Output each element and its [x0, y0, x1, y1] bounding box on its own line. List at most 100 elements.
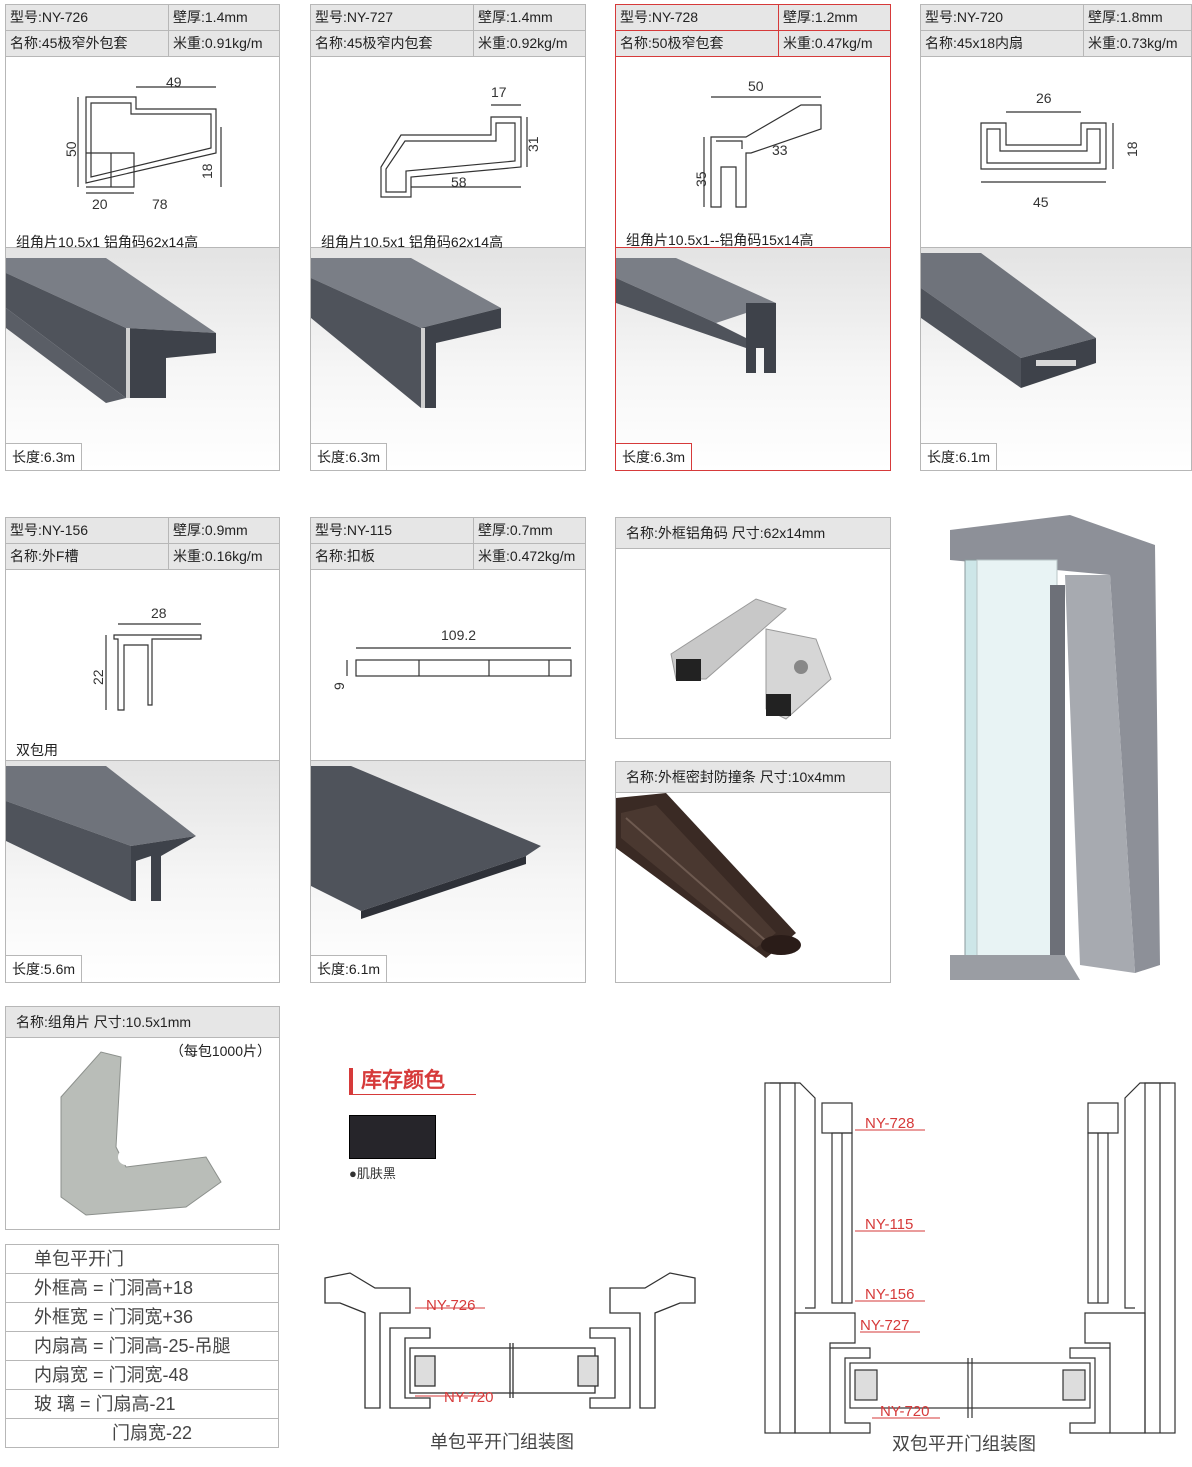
assembly-label-ny156: NY-156: [865, 1286, 914, 1303]
product-card-ny156: 型号:NY-156 壁厚:0.9mm 名称:外F槽 米重:0.16kg/m 28…: [5, 517, 280, 983]
length-label: 长度:6.3m: [6, 443, 83, 470]
door-corner-render: [945, 515, 1175, 985]
spec-row-2: 名称:45x18内扇 米重:0.73kg/m: [921, 31, 1191, 57]
model-label: 型号:NY-156: [10, 522, 89, 538]
dim-label: 58: [451, 174, 467, 190]
profile-diagram: 49 50 18 20 78 组角片10.5x1 铝角码62x14高: [6, 57, 279, 250]
assembly-note: 组角片10.5x1 铝角码62x14高: [321, 234, 504, 250]
single-door-assembly: NY-726 NY-720 单包平开门组装图: [320, 1268, 700, 1452]
double-door-assembly: NY-728 NY-115 NY-156 NY-727 NY-720 双包平开门…: [760, 1078, 1180, 1458]
single-assembly-drawing: NY-726 NY-720: [324, 1272, 696, 1409]
profile-drawing: 49 50 18 20 78: [63, 74, 222, 212]
product-card-ny115: 型号:NY-115 壁厚:0.7mm 名称:扣板 米重:0.472kg/m 10…: [310, 517, 586, 983]
thickness-label: 壁厚:1.8mm: [1083, 5, 1163, 30]
assembly-note: 组角片10.5x1--铝角码15x14高: [626, 232, 814, 248]
product-card-ny728: 型号:NY-728 壁厚:1.2mm 名称:50极窄包套 米重:0.47kg/m…: [615, 4, 891, 471]
profile-drawing: 28 22: [90, 605, 202, 711]
assembly-label-ny726: NY-726: [426, 1297, 475, 1314]
assembly-caption: 双包平开门组装图: [892, 1434, 1036, 1454]
name-label: 名称:50极窄包套: [620, 35, 724, 51]
profile-drawing: 109.2 9: [331, 627, 572, 690]
formula-row: 内扇高 = 门洞高-25-吊腿: [6, 1332, 278, 1361]
color-swatch: [349, 1115, 436, 1159]
profile-diagram: 28 22 双包用: [6, 570, 279, 761]
profile-drawing: 17 31 58: [380, 84, 541, 198]
model-label: 型号:NY-728: [620, 9, 699, 25]
formula-table: 单包平开门 外框高 = 门洞高+18 外框宽 = 门洞宽+36 内扇高 = 门洞…: [5, 1244, 279, 1448]
dim-label: 109.2: [441, 627, 476, 643]
length-label: 长度:5.6m: [6, 955, 83, 982]
thickness-label: 壁厚:1.4mm: [168, 5, 248, 30]
weight-label: 米重:0.472kg/m: [473, 544, 575, 569]
thickness-label: 壁厚:0.7mm: [473, 518, 553, 543]
spec-row-1: 型号:NY-726 壁厚:1.4mm: [6, 5, 279, 31]
dim-label: 18: [1124, 141, 1140, 157]
double-assembly-drawing: NY-728 NY-115 NY-156 NY-727 NY-720: [764, 1082, 1176, 1434]
spec-row-1: 型号:NY-156 壁厚:0.9mm: [6, 518, 279, 544]
accessory-seal-strip: 名称:外框密封防撞条 尺寸:10x4mm: [615, 761, 891, 983]
model-label: 型号:NY-726: [10, 9, 89, 25]
dim-label: 78: [152, 196, 168, 212]
dim-label: 45: [1033, 194, 1049, 210]
product-photo: 长度:6.1m: [311, 761, 585, 982]
length-label: 长度:6.1m: [311, 955, 388, 982]
profile-drawing: 26 18 45: [980, 90, 1140, 210]
dim-label: 28: [151, 605, 167, 621]
assembly-label-ny720: NY-720: [444, 1389, 493, 1406]
dim-label: 26: [1036, 90, 1052, 106]
corner-code-photo: [670, 598, 832, 720]
color-name: ●肌肤黑: [349, 1166, 396, 1181]
formula-row: 门扇宽-22: [112, 1423, 193, 1443]
model-label: 型号:NY-720: [925, 9, 1004, 25]
spec-row-2: 名称:扣板 米重:0.472kg/m: [311, 544, 585, 570]
dim-label: 17: [491, 84, 507, 100]
spec-row-2: 名称:45极窄外包套 米重:0.91kg/m: [6, 31, 279, 57]
thickness-label: 壁厚:1.2mm: [778, 5, 858, 30]
profile-drawing: 50 33 35: [693, 78, 822, 208]
product-photo: 长度:6.3m: [311, 248, 585, 470]
profile-diagram: 17 31 58 组角片10.5x1 铝角码62x14高: [311, 57, 585, 250]
corner-piece-photo: [60, 1051, 222, 1216]
assembly-label-ny115: NY-115: [865, 1216, 913, 1233]
dim-label: 31: [525, 136, 541, 152]
stock-color-section: 库存颜色 ●肌肤黑: [349, 1068, 489, 1188]
model-label: 型号:NY-115: [315, 522, 393, 538]
dim-label: 20: [92, 196, 108, 212]
pack-note: （每包1000片）: [169, 1043, 271, 1059]
product-card-ny727: 型号:NY-727 壁厚:1.4mm 名称:45极窄内包套 米重:0.92kg/…: [310, 4, 586, 471]
profile-diagram: 26 18 45: [921, 57, 1191, 248]
product-card-ny720: 型号:NY-720 壁厚:1.8mm 名称:45x18内扇 米重:0.73kg/…: [920, 4, 1192, 471]
formula-row: 外框宽 = 门洞宽+36: [6, 1303, 278, 1332]
profile-render: [311, 258, 501, 408]
door-frame-render: [950, 515, 1160, 980]
dim-label: 9: [331, 682, 347, 690]
accessory-title: 名称:外框铝角码 尺寸:62x14mm: [616, 518, 890, 549]
assembly-label-ny727: NY-727: [860, 1317, 909, 1334]
dim-label: 35: [693, 171, 709, 187]
profile-render: [311, 766, 541, 919]
profile-render: [921, 253, 1096, 388]
dim-label: 50: [748, 78, 764, 94]
profile-render: [6, 258, 216, 403]
formula-row: 单包平开门: [6, 1245, 278, 1274]
assembly-caption: 单包平开门组装图: [430, 1432, 574, 1452]
spec-row-2: 名称:45极窄内包套 米重:0.92kg/m: [311, 31, 585, 57]
assembly-note: 双包用: [16, 742, 58, 758]
weight-label: 米重:0.92kg/m: [473, 31, 567, 56]
length-label: 长度:6.3m: [616, 443, 693, 470]
dim-label: 22: [90, 669, 106, 685]
accessory-title: 名称:组角片 尺寸:10.5x1mm: [6, 1007, 279, 1038]
accessory-corner-piece: 名称:组角片 尺寸:10.5x1mm （每包1000片）: [5, 1006, 280, 1230]
spec-row-1: 型号:NY-115 壁厚:0.7mm: [311, 518, 585, 544]
formula-row: 外框高 = 门洞高+18: [6, 1274, 278, 1303]
thickness-label: 壁厚:0.9mm: [168, 518, 248, 543]
weight-label: 米重:0.73kg/m: [1083, 31, 1177, 56]
accessory-title: 名称:外框密封防撞条 尺寸:10x4mm: [616, 762, 890, 793]
assembly-label-ny720: NY-720: [880, 1403, 929, 1420]
name-label: 名称:外F槽: [10, 548, 79, 564]
spec-row-1: 型号:NY-720 壁厚:1.8mm: [921, 5, 1191, 31]
assembly-note: 组角片10.5x1 铝角码62x14高: [16, 234, 199, 250]
dim-label: 49: [166, 74, 182, 90]
profile-render: [616, 258, 776, 373]
name-label: 名称:45极窄外包套: [10, 35, 128, 51]
